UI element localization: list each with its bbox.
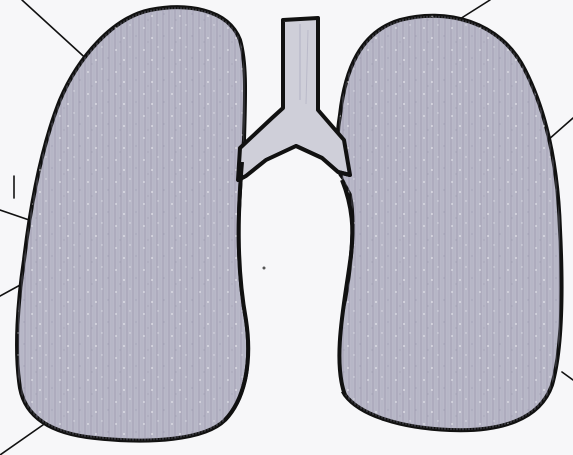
right-lung: [336, 16, 561, 431]
mediastinum-gap: [240, 146, 349, 392]
